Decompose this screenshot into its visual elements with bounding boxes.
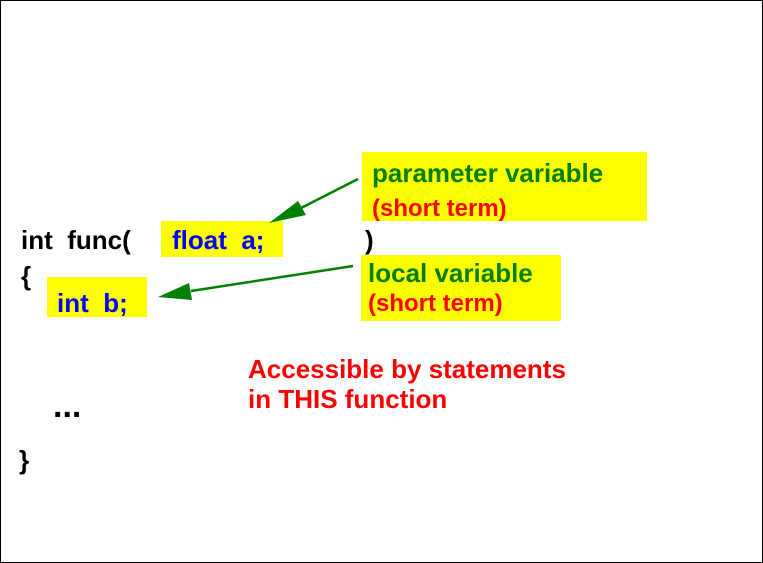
close-brace: }	[19, 445, 30, 475]
parameter-arrow-line	[300, 177, 359, 210]
local-declaration: int b;	[57, 288, 128, 318]
local-callout	[361, 255, 561, 321]
local-callout-title: local variable	[368, 258, 533, 288]
function-signature: int func(	[21, 225, 131, 255]
parameter-callout-subtitle: (short term)	[372, 195, 507, 222]
local-callout-subtitle: (short term)	[368, 290, 503, 317]
scope-note-line2: in THIS function	[248, 384, 448, 414]
local-arrow-head	[158, 283, 192, 300]
parameter-arrow-head	[269, 201, 306, 223]
local-arrow-line	[190, 264, 354, 293]
close-paren: )	[365, 225, 374, 255]
param-highlight	[161, 221, 283, 257]
ellipsis: ...	[53, 387, 82, 425]
local-highlight	[47, 277, 147, 317]
param-declaration: float a;	[172, 225, 265, 255]
parameter-callout	[362, 152, 647, 221]
parameter-callout-title: parameter variable	[372, 158, 604, 188]
open-brace: {	[21, 261, 32, 291]
scope-note-line1: Accessible by statements	[248, 354, 566, 384]
